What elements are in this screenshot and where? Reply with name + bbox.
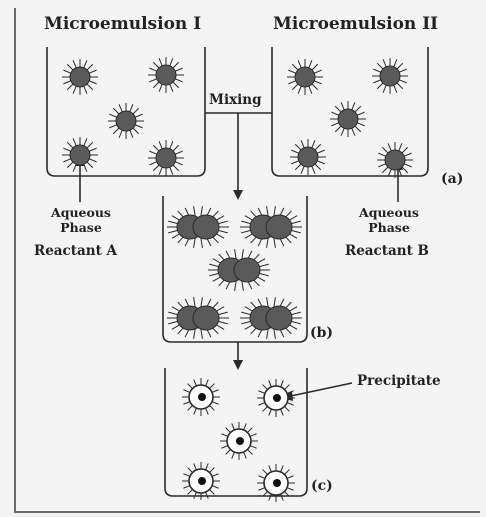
title-microemulsion-1: Microemulsion I: [44, 14, 201, 34]
precipitate-droplet-4: [182, 462, 220, 500]
surfactant-tail: [235, 249, 237, 259]
aqueous-core: [156, 65, 176, 85]
mixing-arrow-head: [233, 190, 243, 200]
surfactant-tail: [194, 329, 196, 339]
reactant-b-line-1: Aqueous: [344, 205, 434, 220]
surfactant-tail: [194, 206, 196, 216]
surfactant-tail: [274, 329, 276, 339]
aqueous-core: [295, 67, 315, 87]
surfactant-tail: [242, 249, 244, 259]
surfactant-tail: [201, 238, 203, 248]
panel-label-b: (b): [310, 325, 333, 341]
surfactant-tail: [201, 206, 203, 216]
aqueous-core: [116, 111, 136, 131]
aqueous-core: [385, 150, 405, 170]
surfactant-tail: [274, 297, 276, 307]
surfactant-tail: [194, 297, 196, 307]
micelle-b-1: [287, 59, 323, 95]
surfactant-tail: [235, 281, 237, 291]
reactant-a-name: Reactant A: [34, 243, 117, 259]
precipitate-particle: [198, 393, 206, 401]
precipitate-particle: [273, 394, 281, 402]
panel-label-c: (c): [311, 478, 333, 494]
precipitate-particle: [198, 477, 206, 485]
precipitate-pointer: [286, 383, 352, 397]
reactant-b-line-2: Phase: [344, 220, 434, 235]
precipitate-particle: [273, 479, 281, 487]
aqueous-core: [234, 258, 260, 282]
merged-micelle-3: [208, 249, 270, 291]
surfactant-tail: [201, 329, 203, 339]
panel-label-a: (a): [441, 171, 463, 187]
precipitate-particle: [236, 437, 244, 445]
surfactant-tail: [242, 281, 244, 291]
merged-micelle-5: [240, 297, 302, 339]
micelle-a-2: [148, 57, 184, 93]
reactant-b-name: Reactant B: [345, 243, 429, 259]
aqueous-core: [266, 306, 292, 330]
title-microemulsion-2: Microemulsion II: [273, 14, 438, 34]
reactant-a-label: Aqueous Phase: [36, 205, 126, 235]
merged-micelle-1: [167, 206, 229, 248]
precipitate-droplet-1: [182, 378, 220, 416]
micelle-a-5: [148, 140, 184, 176]
aqueous-core: [193, 215, 219, 239]
surfactant-tail: [267, 329, 269, 339]
reactant-b-label: Aqueous Phase: [344, 205, 434, 235]
aqueous-core: [156, 148, 176, 168]
aqueous-core: [338, 109, 358, 129]
aqueous-core: [70, 145, 90, 165]
reaction-arrow-head: [233, 360, 243, 370]
reactant-a-line-1: Aqueous: [36, 205, 126, 220]
micelle-a-3: [108, 103, 144, 139]
merged-micelle-2: [240, 206, 302, 248]
precipitate-droplet-5: [257, 464, 295, 502]
micelle-b-2: [372, 58, 408, 94]
aqueous-core: [193, 306, 219, 330]
micelle-a-4: [62, 137, 98, 173]
micelle-a-1: [62, 59, 98, 95]
micelle-b-3: [330, 101, 366, 137]
surfactant-tail: [267, 206, 269, 216]
surfactant-tail: [274, 238, 276, 248]
precipitate-droplet-2: [257, 379, 295, 417]
precipitate-droplet-3: [220, 422, 258, 460]
aqueous-core: [70, 67, 90, 87]
surfactant-tail: [201, 297, 203, 307]
micelle-b-4: [290, 139, 326, 175]
aqueous-core: [266, 215, 292, 239]
surfactant-tail: [267, 238, 269, 248]
surfactant-tail: [274, 206, 276, 216]
surfactant-tail: [267, 297, 269, 307]
aqueous-core: [298, 147, 318, 167]
reactant-a-line-2: Phase: [36, 220, 126, 235]
micelle-b-5: [377, 142, 413, 178]
aqueous-core: [380, 66, 400, 86]
precipitate-label: Precipitate: [357, 373, 441, 389]
merged-micelle-4: [167, 297, 229, 339]
surfactant-tail: [194, 238, 196, 248]
mixing-label: Mixing: [209, 92, 262, 108]
